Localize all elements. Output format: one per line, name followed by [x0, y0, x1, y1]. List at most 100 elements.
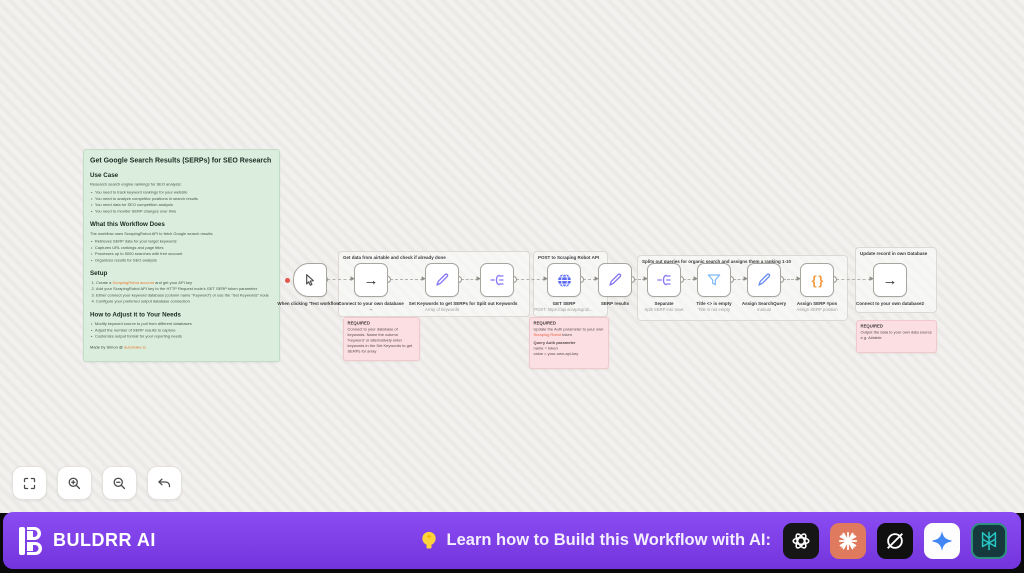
node-label-text: Assign SERP #pos	[796, 301, 838, 306]
grok-icon[interactable]	[877, 522, 913, 559]
connection-line	[510, 273, 548, 284]
list-item: Retrieves SERP data for your target keyw…	[91, 239, 275, 245]
zoom-in-button[interactable]	[57, 466, 92, 500]
brand-name: BULDRR AI	[53, 530, 156, 550]
setup-step-text: and get your API key	[154, 280, 193, 285]
setup-step-text: Create a	[96, 280, 113, 285]
pencil-icon	[436, 273, 449, 286]
group-label: POST to Scraping Robot API	[538, 255, 600, 260]
node-trigger-test-workflow[interactable]	[293, 263, 327, 297]
list-item: Organizes results for SEO analysis	[91, 257, 275, 263]
node-title-filter[interactable]	[697, 263, 731, 297]
claude-icon[interactable]	[830, 522, 866, 559]
node-get-serp[interactable]	[547, 263, 581, 297]
node-label-text: Connect to your own database2	[855, 301, 925, 306]
connection-line	[677, 273, 698, 284]
globe-icon	[557, 273, 571, 287]
zoom-out-icon	[113, 477, 126, 489]
list-item: You need to track keyword rankings for y…	[91, 190, 275, 196]
sticky-body: Update the Auth parameter to your own Sc…	[534, 327, 605, 338]
sticky-body: Output the data to your own data source …	[860, 330, 932, 341]
node-sublabel: POST: https://api.scrapingrob…	[534, 307, 594, 313]
sticky-body: Connect to your database of keywords. Na…	[347, 327, 413, 354]
node-label-text: Separate	[654, 301, 674, 306]
connection-line	[321, 273, 355, 284]
node-sublabel: Title is not empty	[698, 307, 730, 313]
connection-line	[577, 273, 599, 284]
node-assign-serp-pos[interactable]: { }	[800, 263, 834, 297]
scrapingrobot-link[interactable]: ScrapingRobot account	[112, 280, 155, 285]
node-connect-database2[interactable]: →	[873, 263, 907, 297]
undo-button[interactable]	[147, 466, 182, 500]
node-label: Connect to your own database →	[336, 301, 406, 312]
setup-list: Create a ScrapingRobot account and get y…	[96, 280, 275, 305]
list-item: Add your ScrapingRobot API key to the HT…	[96, 286, 275, 292]
sticky-note-output[interactable]: REQUIRED Output the data to your own dat…	[856, 320, 937, 353]
credit-link[interactable]: automake.io	[124, 344, 146, 350]
node-set-keywords[interactable]	[425, 263, 459, 297]
node-assign-searchquery[interactable]	[747, 263, 781, 297]
buldrr-logo-icon	[19, 526, 42, 555]
sticky-note-keywords[interactable]: REQUIRED Connect to your database of key…	[343, 317, 420, 361]
list-item: You need to analyze competitor positions…	[91, 196, 275, 202]
use-case-intro: Research search engine rankings for SEO …	[90, 182, 182, 187]
split-icon	[657, 274, 671, 286]
node-label-text: GET SERP	[552, 301, 576, 306]
split-icon	[490, 274, 504, 286]
node-sublabel: manual	[757, 307, 771, 313]
list-item: You need data for SEO competition analys…	[91, 202, 275, 208]
credit-line: Made by Simon @ automake.io	[90, 344, 275, 350]
group-label: Update record in own Database	[860, 251, 928, 256]
node-connect-database[interactable]: →	[354, 263, 388, 297]
node-serp-results[interactable]	[598, 263, 632, 297]
braces-icon: { }	[811, 272, 824, 288]
list-item: Modify keyword source to pull from diffe…	[91, 321, 275, 327]
sticky-heading: REQUIRED	[860, 323, 883, 329]
gemini-icon[interactable]	[924, 522, 960, 559]
sticky-note-auth[interactable]: REQUIRED Update the Auth parameter to yo…	[529, 317, 609, 369]
pencil-icon	[758, 273, 771, 286]
group-label: Get data from airtable and check if alre…	[343, 255, 446, 260]
node-label: Split out Keywords	[462, 301, 532, 307]
lightbulb-icon	[421, 531, 436, 548]
scraping-robot-link[interactable]: Scraping Robot	[533, 332, 562, 338]
adjust-heading: How to Adjust it to Your Needs	[90, 310, 181, 318]
node-label: SERP results	[580, 301, 650, 307]
perplexity-icon[interactable]	[971, 522, 1007, 559]
chatgpt-icon[interactable]	[783, 522, 819, 559]
brand: BULDRR AI	[17, 526, 156, 556]
doc-title: Get Google Search Results (SERPs) for SE…	[90, 156, 272, 164]
arrow-right-icon: →	[882, 271, 898, 289]
sticky-body-text: token	[561, 332, 572, 338]
doc-sticky-note[interactable]: Get Google Search Results (SERPs) for SE…	[83, 149, 280, 362]
fit-view-icon	[23, 477, 36, 489]
node-separate[interactable]	[647, 263, 681, 297]
undo-icon	[158, 478, 171, 487]
credit-text: Made by Simon @	[90, 344, 125, 350]
node-label: Connect to your own database2	[855, 301, 925, 307]
node-split-out-keywords[interactable]	[480, 263, 514, 297]
group-label: Splits out queries for organic search an…	[642, 259, 792, 264]
node-sublabel: Split SERP into rows	[644, 307, 684, 313]
zoom-in-icon	[68, 477, 81, 489]
trigger-error-dot	[285, 278, 290, 283]
node-sublabel: Array of keywords	[424, 307, 460, 313]
list-item: Processes up to 5000 searches with free …	[91, 251, 275, 257]
sticky-note-content: REQUIRED Output the data to your own dat…	[857, 321, 936, 344]
connection-line	[727, 273, 748, 284]
node-label: When clicking 'Test workflow'	[274, 301, 344, 307]
footer-bar: BULDRR AI Learn how to Build this Workfl…	[3, 512, 1021, 569]
zoom-out-button[interactable]	[102, 466, 137, 500]
use-case-heading: Use Case	[90, 171, 119, 179]
fit-view-button[interactable]	[12, 466, 47, 500]
list-item: Captures URL rankings and page titles	[91, 245, 275, 251]
node-label-text: Connect to your own database →	[338, 301, 404, 312]
arrow-right-icon: →	[363, 271, 379, 289]
footer-cta: Learn how to Build this Workflow with AI…	[419, 530, 771, 552]
sticky-heading: REQUIRED	[533, 320, 556, 326]
